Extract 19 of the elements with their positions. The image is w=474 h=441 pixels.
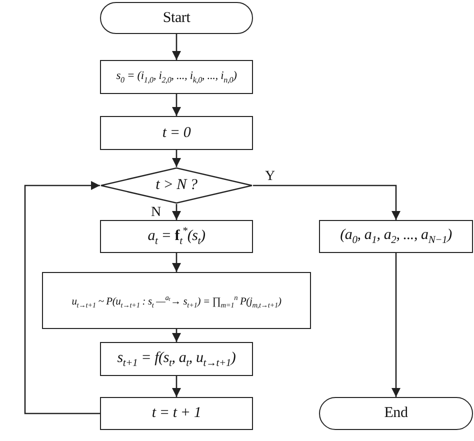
process-box xyxy=(100,60,253,94)
formula-text: (a$_{0}$, a$_{1}$, a$_{2}$, ..., a$_{N−1}$) xyxy=(340,227,452,246)
formula-text: t > N ? xyxy=(156,177,198,194)
process-box xyxy=(100,220,253,253)
process-box xyxy=(42,272,311,329)
process-box xyxy=(100,397,253,430)
formula-text: s$_{t+1}$ = f(s$_{t}$, a$_{t}$, u$_{t→t+1}$) xyxy=(117,350,236,368)
process-box xyxy=(319,220,473,253)
node-label: End xyxy=(384,405,408,422)
formula-text: a$_{t}$ = f$_{t}$$^{*}$(s$_{t}$) xyxy=(148,226,206,247)
process-box xyxy=(100,342,253,376)
terminal-shape xyxy=(100,2,253,34)
formula-text: u$_{t→t+1}$ ~ P(u$_{t→t+1}$ : s$_{t}$ —$^{aₜ}$→ s$_{t+1}$) = ∏$_{m=1}$$^{n}$ P(j$_{m,t→t+1}$) xyxy=(72,292,282,310)
formula-text: t = t + 1 xyxy=(152,405,202,422)
formula-text: t = 0 xyxy=(162,124,191,142)
formula-text: s$_{0}$ = (i$_{1,0}$, i$_{2,0}$, ..., i$_{k,0}$, ..., i$_{n,0}$) xyxy=(116,70,237,84)
terminal-shape xyxy=(319,397,473,430)
node-label: Start xyxy=(162,10,190,26)
process-box xyxy=(100,116,253,150)
